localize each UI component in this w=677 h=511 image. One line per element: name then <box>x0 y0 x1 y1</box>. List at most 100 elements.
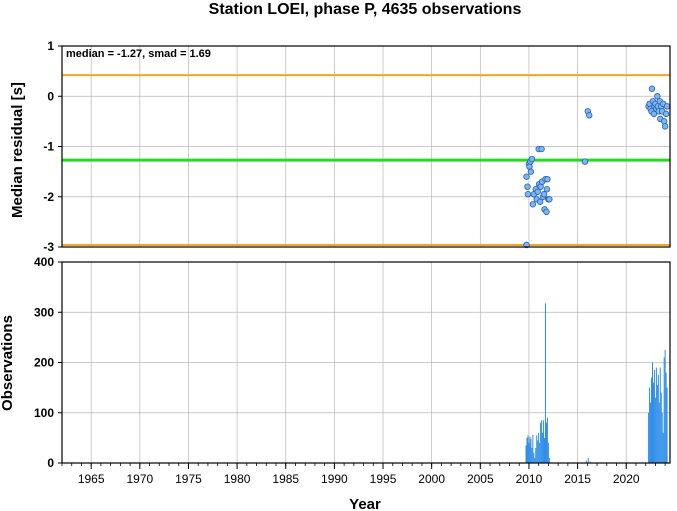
observation-bar <box>526 437 528 463</box>
residual-point <box>648 85 656 92</box>
residual-point <box>540 191 548 198</box>
observation-bar <box>544 303 546 463</box>
observation-bar <box>533 452 535 463</box>
observation-bars <box>525 303 668 463</box>
observations-y-tick-label: 100 <box>34 406 54 420</box>
observation-bar <box>657 375 659 463</box>
observation-bar <box>663 357 665 463</box>
observation-bar <box>546 417 548 463</box>
residual-point <box>528 155 536 163</box>
observation-bar <box>537 440 539 463</box>
residual-y-tick-label: -1 <box>43 140 54 154</box>
residual-point <box>544 175 551 183</box>
residual-panel: median = -1.27, smad = 1.69 1 0 -1 -2 -3 Med… <box>9 39 671 254</box>
residual-point <box>650 110 658 118</box>
residual-points <box>523 85 671 249</box>
observation-bar <box>542 432 544 463</box>
observation-bar <box>530 438 532 463</box>
observation-bar <box>525 445 527 463</box>
residual-y-tick-label: -3 <box>43 240 54 254</box>
observation-bar <box>535 447 537 463</box>
residual-point <box>524 183 531 190</box>
residual-y-tick-label: -2 <box>43 190 54 204</box>
residual-point <box>581 158 589 165</box>
observation-bar <box>536 435 538 463</box>
observation-bar <box>541 420 543 463</box>
residual-point <box>543 186 551 193</box>
year-tick-label: 1970 <box>126 472 153 486</box>
observation-bar <box>589 461 591 463</box>
observation-bar <box>544 437 546 463</box>
observation-bar <box>543 420 545 463</box>
observation-bar <box>529 436 531 463</box>
observation-bar <box>532 434 534 463</box>
observation-bar <box>664 349 666 463</box>
observations-y-tick-label: 0 <box>47 456 54 470</box>
year-tick-label: 2005 <box>467 472 494 486</box>
residual-point <box>654 93 661 100</box>
year-tick-label: 2010 <box>516 472 543 486</box>
residual-point <box>523 241 530 249</box>
observation-bar <box>651 362 653 463</box>
residual-point <box>586 112 593 119</box>
observation-bar <box>661 412 663 463</box>
year-tick-label: 2015 <box>564 472 591 486</box>
year-tick-label: 1975 <box>175 472 202 486</box>
observation-bar <box>658 402 660 463</box>
observations-y-tick-label: 300 <box>34 305 54 319</box>
residual-y-label: Median residual [s] <box>9 82 26 218</box>
observation-bar <box>538 432 540 463</box>
observation-bar <box>540 422 542 463</box>
observation-bar <box>585 460 587 463</box>
observation-bar <box>651 377 653 463</box>
year-tick-label: 1990 <box>321 472 348 486</box>
residual-point <box>663 103 671 110</box>
year-tick-label: 2020 <box>613 472 640 486</box>
residual-point <box>536 198 544 205</box>
observations-y-label: Observations <box>0 315 16 411</box>
residual-y-tick-label: 0 <box>47 89 54 103</box>
residual-grid <box>62 45 670 248</box>
observation-bar <box>548 457 550 463</box>
observation-bar <box>649 387 651 463</box>
residual-y-tick-label: 1 <box>47 39 54 53</box>
residual-point <box>529 201 537 208</box>
observation-bar <box>534 457 536 463</box>
observation-bar <box>527 435 529 463</box>
observation-bar <box>587 457 589 463</box>
residual-point <box>661 123 669 130</box>
residual-point <box>523 173 530 180</box>
residual-point <box>662 110 670 118</box>
year-tick-label: 1980 <box>224 472 251 486</box>
year-tick-label: 1965 <box>78 472 105 486</box>
observation-bar <box>531 447 533 463</box>
residual-point <box>660 118 668 125</box>
year-tick-label: 2000 <box>418 472 445 486</box>
observation-bar <box>665 372 667 463</box>
residual-point <box>534 188 541 195</box>
residual-point <box>546 196 553 203</box>
observation-bar <box>666 387 668 463</box>
observation-bar <box>656 385 658 463</box>
observations-y-tick-label: 400 <box>34 255 54 269</box>
observation-bar <box>659 367 661 463</box>
observation-bar <box>652 382 654 463</box>
residual-point <box>527 168 535 175</box>
residual-point <box>538 145 545 153</box>
year-tick-label: 1985 <box>272 472 299 486</box>
stats-annotation: median = -1.27, smad = 1.69 <box>66 48 211 60</box>
observation-bar <box>660 392 662 463</box>
observation-bar <box>648 412 650 463</box>
year-x-ticks: 1965 1970 1975 1980 1985 1990 1995 2000 2005 2010… <box>61 463 666 486</box>
observation-bar <box>654 397 656 463</box>
observation-bar <box>545 422 547 463</box>
year-tick-label: 1995 <box>370 472 397 486</box>
observation-bar <box>655 367 657 463</box>
residual-point <box>524 191 532 198</box>
observation-bar <box>539 442 541 463</box>
chart-title: Station LOEI, phase P, 4635 observations <box>209 1 522 18</box>
observation-bar <box>650 402 652 463</box>
